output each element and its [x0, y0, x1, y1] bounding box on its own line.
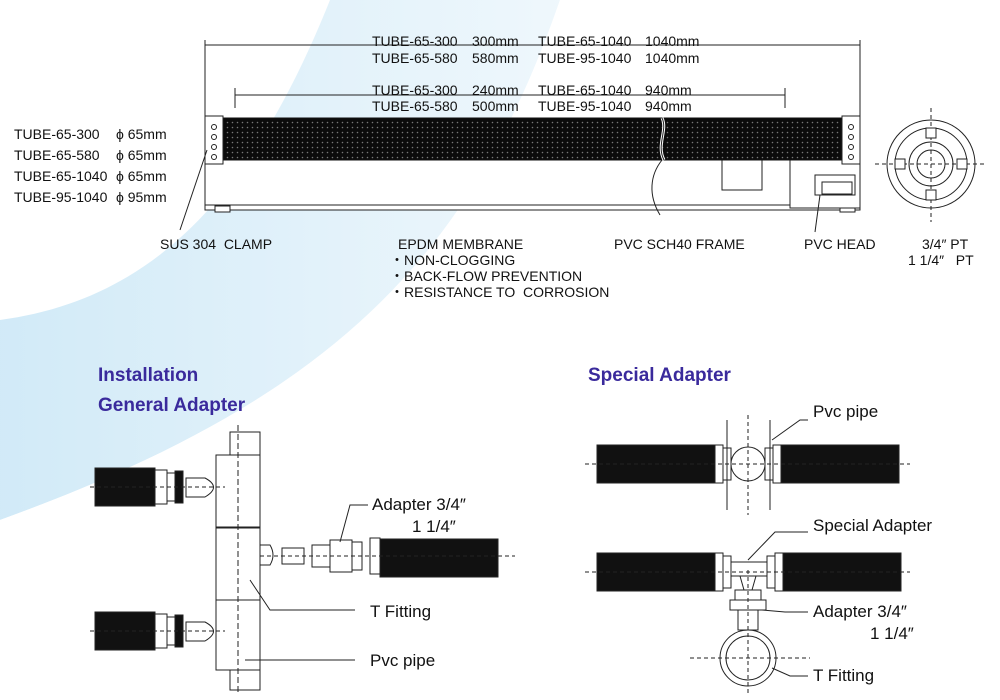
main-tube-drawing: [179, 40, 861, 233]
dia-model-1: TUBE-65-580: [14, 147, 100, 163]
head-label: PVC HEAD: [804, 236, 876, 252]
special-adapter-drawing: [585, 415, 910, 695]
general-pvc-pipe-label: Pvc pipe: [370, 651, 436, 670]
general-adapter-title: General Adapter: [98, 395, 246, 416]
dia-model-3: TUBE-95-1040: [14, 189, 108, 205]
membrane-length-0: 240mm: [472, 82, 519, 98]
membrane-label: EPDM MEMBRANE: [398, 236, 524, 252]
dia-value-3: ϕ 95mm: [116, 189, 167, 205]
membrane-model-3: TUBE-95-1040: [538, 98, 632, 114]
frame-label: PVC SCH40 FRAME: [614, 236, 745, 252]
general-adapter-label-1: Adapter 3/4″: [372, 495, 466, 514]
clamp-label: SUS 304 CLAMP: [160, 236, 273, 252]
thread-label-2: 1 1/4″ PT: [908, 252, 974, 268]
overall-model-0: TUBE-65-300: [372, 33, 458, 49]
general-adapter-label-2: 1 1/4″: [412, 517, 456, 536]
overall-length-1: 580mm: [472, 50, 519, 66]
overall-length-3: 1040mm: [645, 50, 700, 66]
membrane-length-2: 940mm: [645, 82, 692, 98]
feature-0: ・NON-CLOGGING: [390, 252, 516, 268]
overall-model-3: TUBE-95-1040: [538, 50, 632, 66]
dia-model-2: TUBE-65-1040: [14, 168, 108, 184]
special-t-fitting-label: T Fitting: [813, 666, 875, 685]
dia-model-0: TUBE-65-300: [14, 126, 100, 142]
overall-length-0: 300mm: [472, 33, 519, 49]
installation-title: Installation: [98, 365, 199, 386]
membrane-length-3: 940mm: [645, 98, 692, 114]
special-adapter-title: Special Adapter: [588, 365, 731, 386]
special-adapter-size-2: 1 1/4″: [870, 624, 914, 643]
dia-value-0: ϕ 65mm: [116, 126, 167, 142]
membrane-model-2: TUBE-65-1040: [538, 82, 632, 98]
thread-label-1: 3/4″ PT: [922, 236, 969, 252]
membrane-length-1: 500mm: [472, 98, 519, 114]
dia-value-2: ϕ 65mm: [116, 168, 167, 184]
membrane-model-0: TUBE-65-300: [372, 82, 458, 98]
feature-2: ・RESISTANCE TO CORROSION: [390, 284, 610, 300]
general-t-fitting-label: T Fitting: [370, 602, 432, 621]
end-view: [875, 108, 987, 222]
special-adapter-size-1: Adapter 3/4″: [813, 602, 907, 621]
overall-model-1: TUBE-65-580: [372, 50, 458, 66]
dia-value-1: ϕ 65mm: [116, 147, 167, 163]
overall-model-2: TUBE-65-1040: [538, 33, 632, 49]
feature-1: ・BACK-FLOW PREVENTION: [390, 268, 583, 284]
special-pvc-pipe-label: Pvc pipe: [813, 402, 879, 421]
overall-length-2: 1040mm: [645, 33, 700, 49]
general-adapter-drawing: [90, 425, 515, 695]
special-adapter-label: Special Adapter: [813, 516, 933, 535]
membrane-model-1: TUBE-65-580: [372, 98, 458, 114]
